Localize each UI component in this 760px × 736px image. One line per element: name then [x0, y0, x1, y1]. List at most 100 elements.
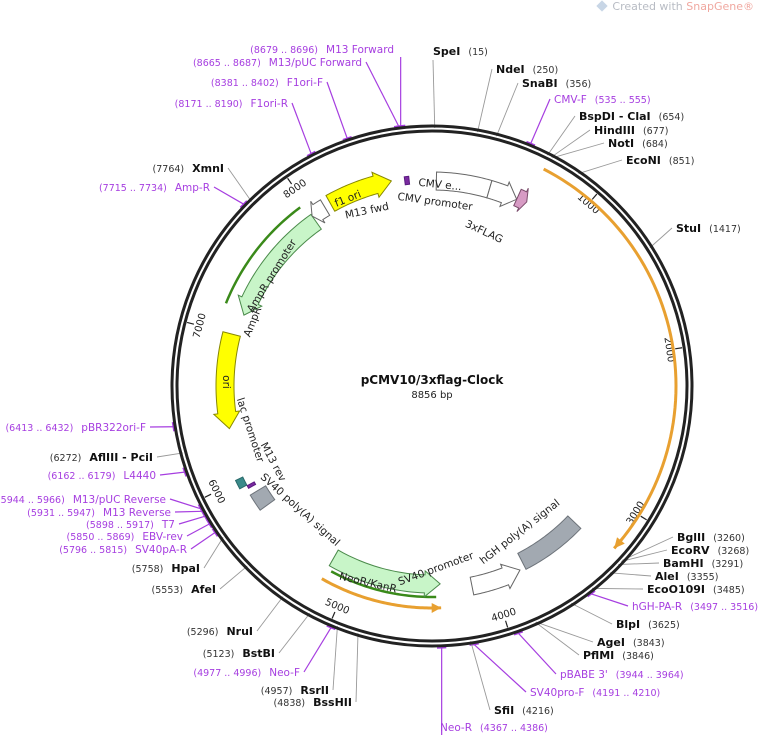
primer-label[interactable]: (5850 .. 5869)EBV-rev [67, 531, 184, 543]
feature-hgh-polya-signal[interactable] [517, 515, 582, 570]
primer-binding-mark [197, 504, 204, 514]
primer-label[interactable]: (5796 .. 5815)SV40pA-R [59, 544, 187, 556]
feature-neor-kanr[interactable] [328, 549, 441, 598]
tick-mark [591, 193, 598, 200]
site-name: NruI [226, 625, 253, 638]
site-name: T7 [161, 519, 175, 531]
site-name: F1ori-R [251, 98, 288, 110]
site-position: (8665 .. 8687) [193, 58, 261, 69]
enzyme-site-label[interactable]: HindIII(677) [594, 124, 669, 137]
enzyme-site-label[interactable]: AleI(3355) [655, 570, 718, 583]
site-leader-line [621, 536, 674, 561]
enzyme-site-label[interactable]: NotI(684) [608, 137, 668, 150]
enzyme-site-label[interactable]: StuI(1417) [676, 222, 741, 235]
feature-ampr[interactable] [237, 213, 323, 316]
primer-binding-mark [469, 643, 479, 647]
primer-binding-mark [182, 467, 187, 477]
enzyme-site-label[interactable]: (7764)XmnI [153, 162, 224, 175]
site-position: (8679 .. 8696) [250, 45, 318, 56]
primer-label[interactable]: hGH-PA-R(3497 .. 3516) [632, 601, 758, 613]
primer-label[interactable]: CMV-F(535 .. 555) [554, 94, 651, 106]
feature-sv40-polya-signal[interactable] [249, 485, 276, 511]
enzyme-site-label[interactable]: PflMI(3846) [583, 649, 654, 662]
enzyme-site-label[interactable]: (6272)AflIII - PciI [50, 451, 153, 464]
feature-lac-promoter[interactable] [234, 476, 248, 490]
enzyme-site-label[interactable]: EcoO109I(3485) [647, 583, 745, 596]
primer-label[interactable]: (8381 .. 8402)F1ori-F [211, 77, 323, 89]
enzyme-site-label[interactable]: AgeI(3843) [597, 636, 665, 649]
tick-label: 7000 [192, 312, 209, 339]
enzyme-site-label[interactable]: (5123)BstBI [203, 647, 275, 660]
primer-label[interactable]: pBABE 3'(3944 .. 3964) [560, 669, 684, 681]
site-name: BssHII [313, 696, 352, 709]
primer-label[interactable]: (6413 .. 6432)pBR322ori-F [5, 422, 146, 434]
enzyme-site-label[interactable]: EcoRV(3268) [671, 544, 749, 557]
primer-label[interactable]: (4977 .. 4996)Neo-F [193, 667, 300, 679]
primer-label[interactable]: Neo-R(4367 .. 4386) [440, 722, 548, 734]
site-text: BlpI(3625) [616, 618, 680, 631]
site-position: (5296) [187, 627, 219, 638]
enzyme-site-label[interactable]: EcoNI(851) [626, 154, 694, 167]
site-leader-line [365, 61, 400, 127]
primer-label[interactable]: (7715 .. 7734)Amp-R [99, 182, 210, 194]
site-text: Neo-R(4367 .. 4386) [440, 722, 548, 734]
primer-label[interactable]: (5898 .. 5917) T7 [86, 519, 175, 531]
site-position: (6413 .. 6432) [5, 423, 73, 434]
enzyme-site-label[interactable]: (5758)HpaI [132, 562, 200, 575]
tick-mark [504, 620, 509, 628]
site-name: StuI [676, 222, 701, 235]
feature-label-lac-promoter: lac promoter [234, 396, 266, 464]
site-name: XmnI [192, 162, 224, 175]
clock-orf-arc [542, 167, 678, 550]
site-position: (684) [642, 139, 668, 150]
site-position: (5944 .. 5966) [0, 495, 65, 506]
enzyme-site-label[interactable]: (4838)BssHII [274, 696, 352, 709]
site-text: SnaBI(356) [522, 77, 591, 90]
enzyme-site-label[interactable]: SfiI(4216) [494, 704, 554, 717]
feature-cmv-promoter[interactable] [486, 179, 518, 208]
site-name: HindIII [594, 124, 635, 137]
site-labels: SpeI(15) NdeI(250)SnaBI(356) CMV-F(535 .. … [0, 44, 758, 734]
plasmid-size: 8856 bp [411, 390, 452, 401]
feature-guide-line [224, 206, 301, 304]
site-text: (7715 .. 7734)Amp-R [99, 182, 210, 194]
site-position: (3625) [648, 620, 680, 631]
enzyme-site-label[interactable]: NdeI(250) [496, 63, 558, 76]
site-leader-line [303, 627, 332, 673]
primer-binding-mark [587, 590, 596, 598]
feature-3xflag[interactable] [513, 187, 529, 212]
enzyme-site-label[interactable]: SpeI(15) [433, 45, 488, 58]
primer-label[interactable]: (8665 .. 8687) M13/pUC Forward [193, 57, 362, 69]
site-name: M13/pUC Forward [269, 57, 362, 69]
feature-m13-fwd[interactable] [403, 175, 411, 186]
enzyme-site-label[interactable]: (5553)AfeI [152, 583, 216, 596]
feature-ampr-promoter[interactable] [310, 199, 331, 224]
enzyme-site-label[interactable]: (5296) NruI [187, 625, 253, 638]
feature-f1-ori[interactable] [325, 171, 393, 212]
site-name: AflIII - PciI [89, 451, 153, 464]
enzyme-site-label[interactable]: BlpI(3625) [616, 618, 680, 631]
site-text: (5123)BstBI [203, 647, 275, 660]
site-name: F1ori-F [287, 77, 323, 89]
enzyme-site-label[interactable]: SnaBI(356) [522, 77, 591, 90]
site-name: HpaI [171, 562, 200, 575]
feature-m13-rev[interactable] [246, 481, 257, 489]
enzyme-site-label[interactable]: (4957)RsrII [261, 684, 329, 697]
feature-sv40-promoter[interactable] [469, 563, 521, 596]
primer-binding-mark [326, 625, 336, 631]
primer-label[interactable]: (8679 .. 8696)M13 Forward [250, 44, 394, 56]
site-position: (5850 .. 5869) [67, 532, 135, 543]
enzyme-site-label[interactable]: BamHI(3291) [663, 557, 743, 570]
primer-label[interactable]: SV40pro-F(4191 .. 4210) [530, 687, 660, 699]
primer-label[interactable]: (5931 .. 5947)M13 Reverse [27, 507, 171, 519]
primer-binding-mark [171, 422, 175, 432]
feature-ori[interactable] [212, 331, 241, 430]
enzyme-site-label[interactable]: BglII(3260) [677, 531, 745, 544]
site-leader-line [535, 621, 580, 656]
primer-label[interactable]: (8171 .. 8190)F1ori-R [175, 98, 288, 110]
primer-label[interactable]: (6162 .. 6179)L4440 [48, 470, 156, 482]
enzyme-site-label[interactable]: BspDI - ClaI(654) [579, 110, 684, 123]
site-name: SV40pA-R [135, 544, 187, 556]
site-position: (5898 .. 5917) [86, 520, 154, 531]
primer-label[interactable]: (5944 .. 5966)M13/pUC Reverse [0, 494, 166, 506]
